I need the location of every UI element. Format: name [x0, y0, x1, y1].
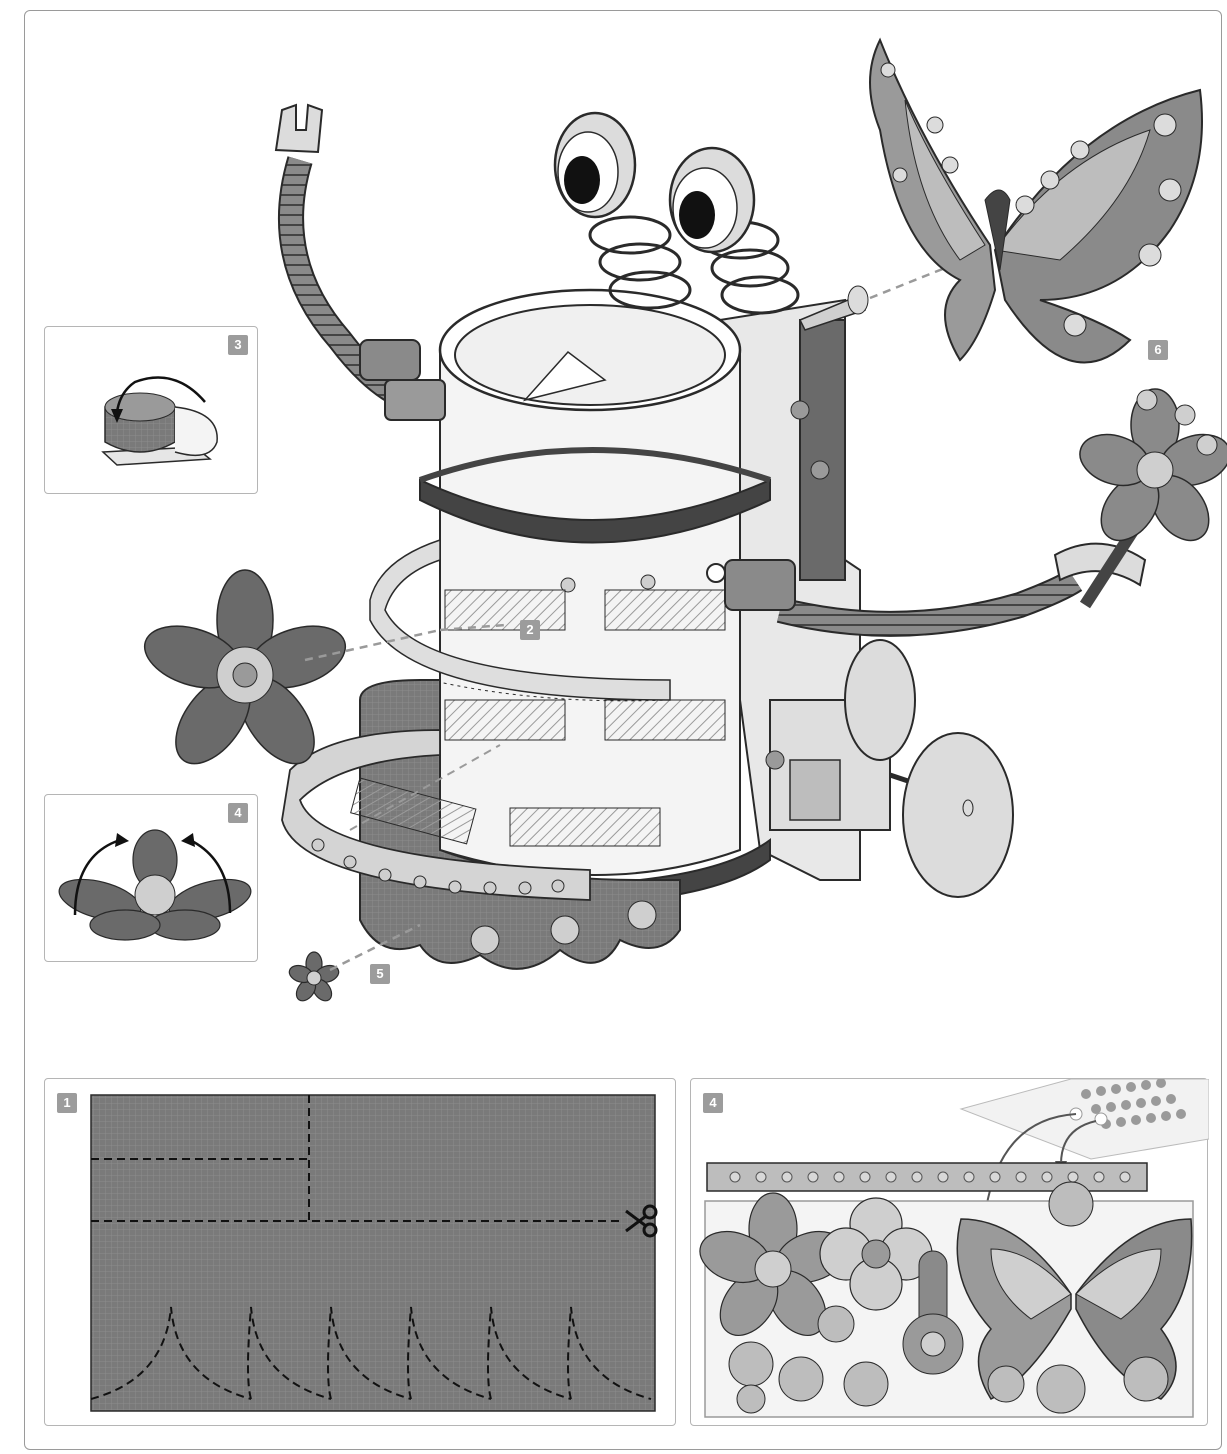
butterfly	[870, 40, 1202, 363]
step-badge-6: 6	[1148, 340, 1168, 360]
panel-step-1-cut-pattern: 1	[44, 1078, 676, 1426]
cut-pattern-sheet	[45, 1079, 677, 1427]
sticker-sheet-illustration	[691, 1079, 1209, 1427]
eyes-with-springs	[555, 113, 798, 313]
big-flower	[137, 570, 353, 777]
rolling-tape-illustration	[45, 327, 259, 495]
step-badge-5: 5	[370, 964, 390, 984]
step-badge-2: 2	[520, 620, 540, 640]
inset-step-3: 3	[44, 326, 258, 494]
arm-flower	[1073, 389, 1227, 551]
panel-step-4-sticker-sheet: 4	[690, 1078, 1208, 1426]
folding-flower-illustration	[45, 795, 259, 963]
small-flower	[287, 952, 341, 1004]
left-arm	[276, 105, 445, 420]
inset-step-4-flower: 4	[44, 794, 258, 962]
